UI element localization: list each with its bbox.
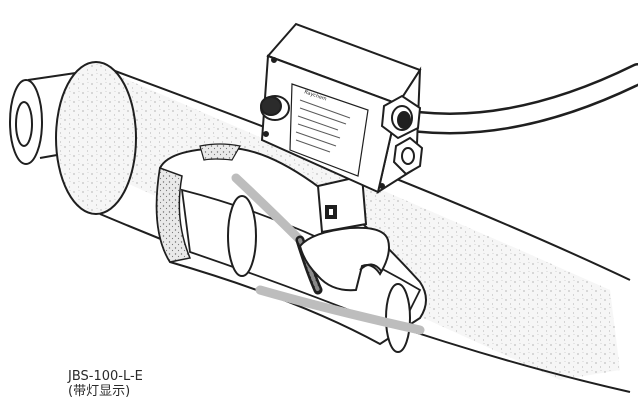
cable-gland-icon	[380, 94, 424, 176]
product-caption: JBS-100-L-E (带灯显示)	[68, 369, 143, 399]
product-model: JBS-100-L-E	[68, 369, 143, 384]
pipe-stand	[298, 174, 390, 292]
power-cable	[409, 63, 638, 135]
indicator-lamp-icon	[260, 95, 290, 121]
insulation-cutaway	[155, 143, 427, 353]
product-subtitle: (带灯显示)	[68, 384, 131, 399]
